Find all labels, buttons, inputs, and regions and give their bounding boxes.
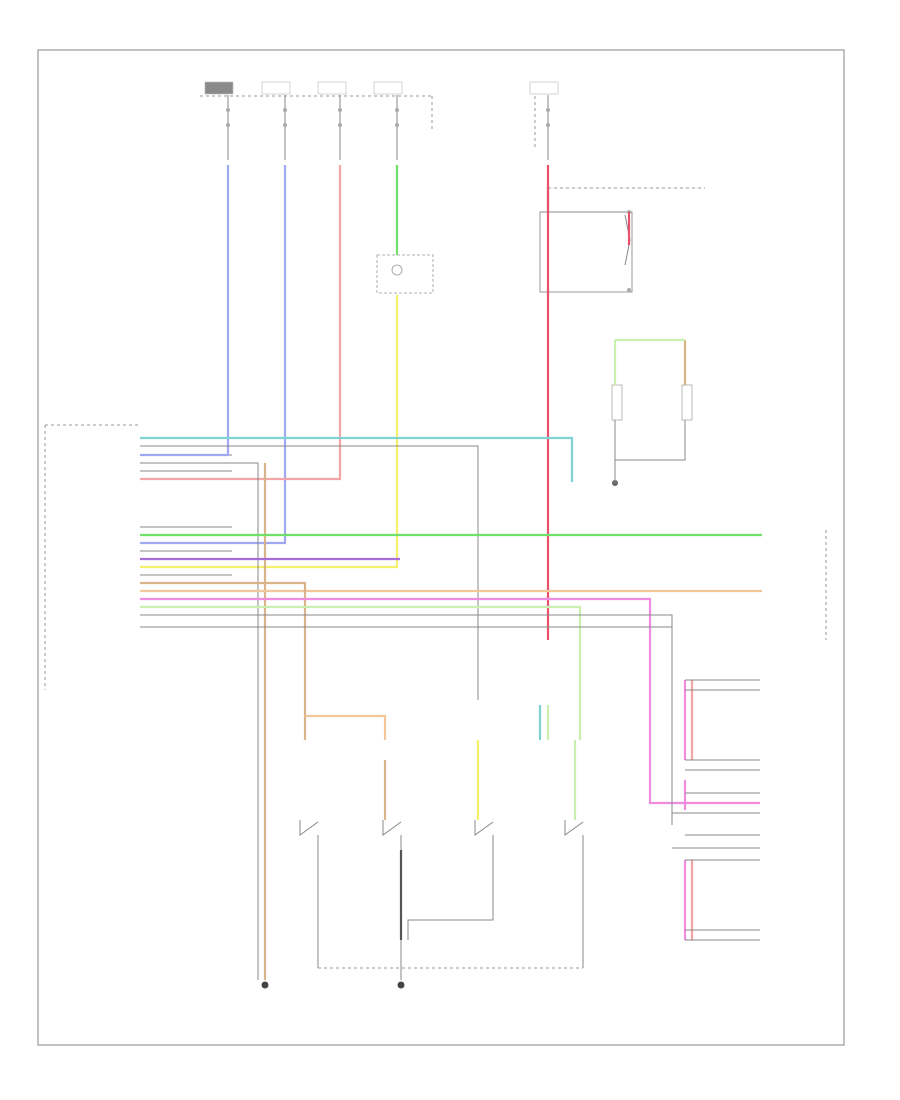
wire-tan-2 [140,581,307,740]
fuse-icon [317,81,347,160]
relay-icon [376,254,434,294]
ground-icon [261,981,269,989]
wire-lightgreen [140,605,582,740]
switch-icon [382,820,402,850]
wire-magenta [140,597,760,805]
wire-gray-1 [140,445,479,700]
wire-blue-2 [140,165,287,545]
fuse-icon [261,81,291,160]
switch-icon [564,820,584,850]
fuse-group-right [529,81,559,160]
ground-icon [397,981,405,989]
relay-icon [539,187,705,293]
wire-teal [140,436,574,482]
switch-icon [299,820,319,850]
fuse-icon [373,81,403,160]
fuse-group-left [200,81,433,160]
switch-icon [474,820,494,850]
wire-gray-3 [140,614,673,825]
wire-blue-1 [140,165,230,457]
wire-gray-2 [140,462,259,980]
diagram-frame [37,49,845,1046]
connector-icon [611,384,693,421]
wire-pink [140,165,342,481]
connector-icon [672,679,760,941]
control-module [44,424,232,690]
fuse-icon [204,81,234,160]
wire-yellow [140,295,399,569]
